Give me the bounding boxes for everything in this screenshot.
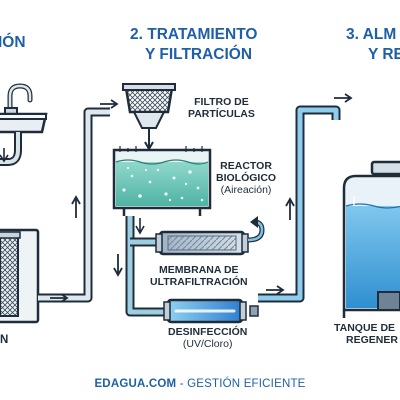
section-2-title-line-1: 2. TRATAMIENTO [130,26,258,43]
outlet-pipe [38,107,110,303]
disinfection-label-line-2: (UV/Cloro) [182,338,233,351]
storage-tank [342,160,400,318]
section-3-title-line-1: 3. ALM [346,26,397,43]
footer-separator: - [176,378,188,390]
reactor-label-line-1: REACTOR [220,160,272,172]
mesh-basket [0,235,19,317]
arrow-right-icon [50,293,69,303]
uv-disinfection-unit [163,298,259,324]
arrow-right-icon [100,99,119,109]
section-1-bottom-label: N [0,334,9,346]
arrow-down-icon [113,254,123,277]
footer: EDAGUA.COM - GESTIÓN EFICIENTE [0,378,400,390]
arrow-up-icon [285,197,295,220]
membrane-label: MEMBRANA DE ULTRAFILTRACIÓN [150,264,248,288]
tank-label-line-2: REGENER [346,334,398,347]
section-2-title-line-2: Y FILTRACIÓN [145,46,253,63]
arrow-down-icon [144,128,154,152]
arrow-up-icon [71,195,81,218]
particle-filter [122,83,176,152]
membrane-label-line-2: ULTRAFILTRACIÓN [150,276,248,289]
tank-label-line-1: TANQUE DE [334,322,396,334]
arrow-right-icon [266,285,285,295]
filter-label-line-2: PARTÍCULAS [188,108,255,121]
footer-brand: EDAGUA.COM [94,378,177,390]
biological-reactor [112,146,212,216]
disinfection-label-line-1: DESINFECCIÓN [168,326,248,338]
ultrafiltration-membrane [155,216,265,256]
reactor-label: REACTOR BIOLÓGICO (Aireación) [216,160,276,196]
footer-tagline: GESTIÓN EFICIENTE [187,378,306,390]
arrow-down-icon [0,148,9,163]
reactor-label-line-2: BIOLÓGICO [216,172,277,185]
arrow-right-icon [334,93,353,103]
sink-group [0,83,48,166]
disinfection-label: DESINFECCIÓN (UV/Cloro) [168,326,247,350]
collection-tank-group [0,99,119,324]
filter-label-line-1: FILTRO DE [194,96,249,108]
reactor-label-line-3: (Aireación) [220,184,272,197]
internal-pipes [113,216,168,317]
section-1-title: IÓN [0,34,26,51]
tank-label: TANQUE DE REGENER [334,322,398,346]
filter-label: FILTRO DE PARTÍCULAS [188,96,255,120]
section-3-title-line-2: Y RE [368,46,400,63]
aeration-bubbles [122,166,204,202]
membrane-label-line-1: MEMBRANA DE [159,264,239,276]
arrow-down-icon [135,218,145,235]
transfer-pipe [258,93,353,303]
